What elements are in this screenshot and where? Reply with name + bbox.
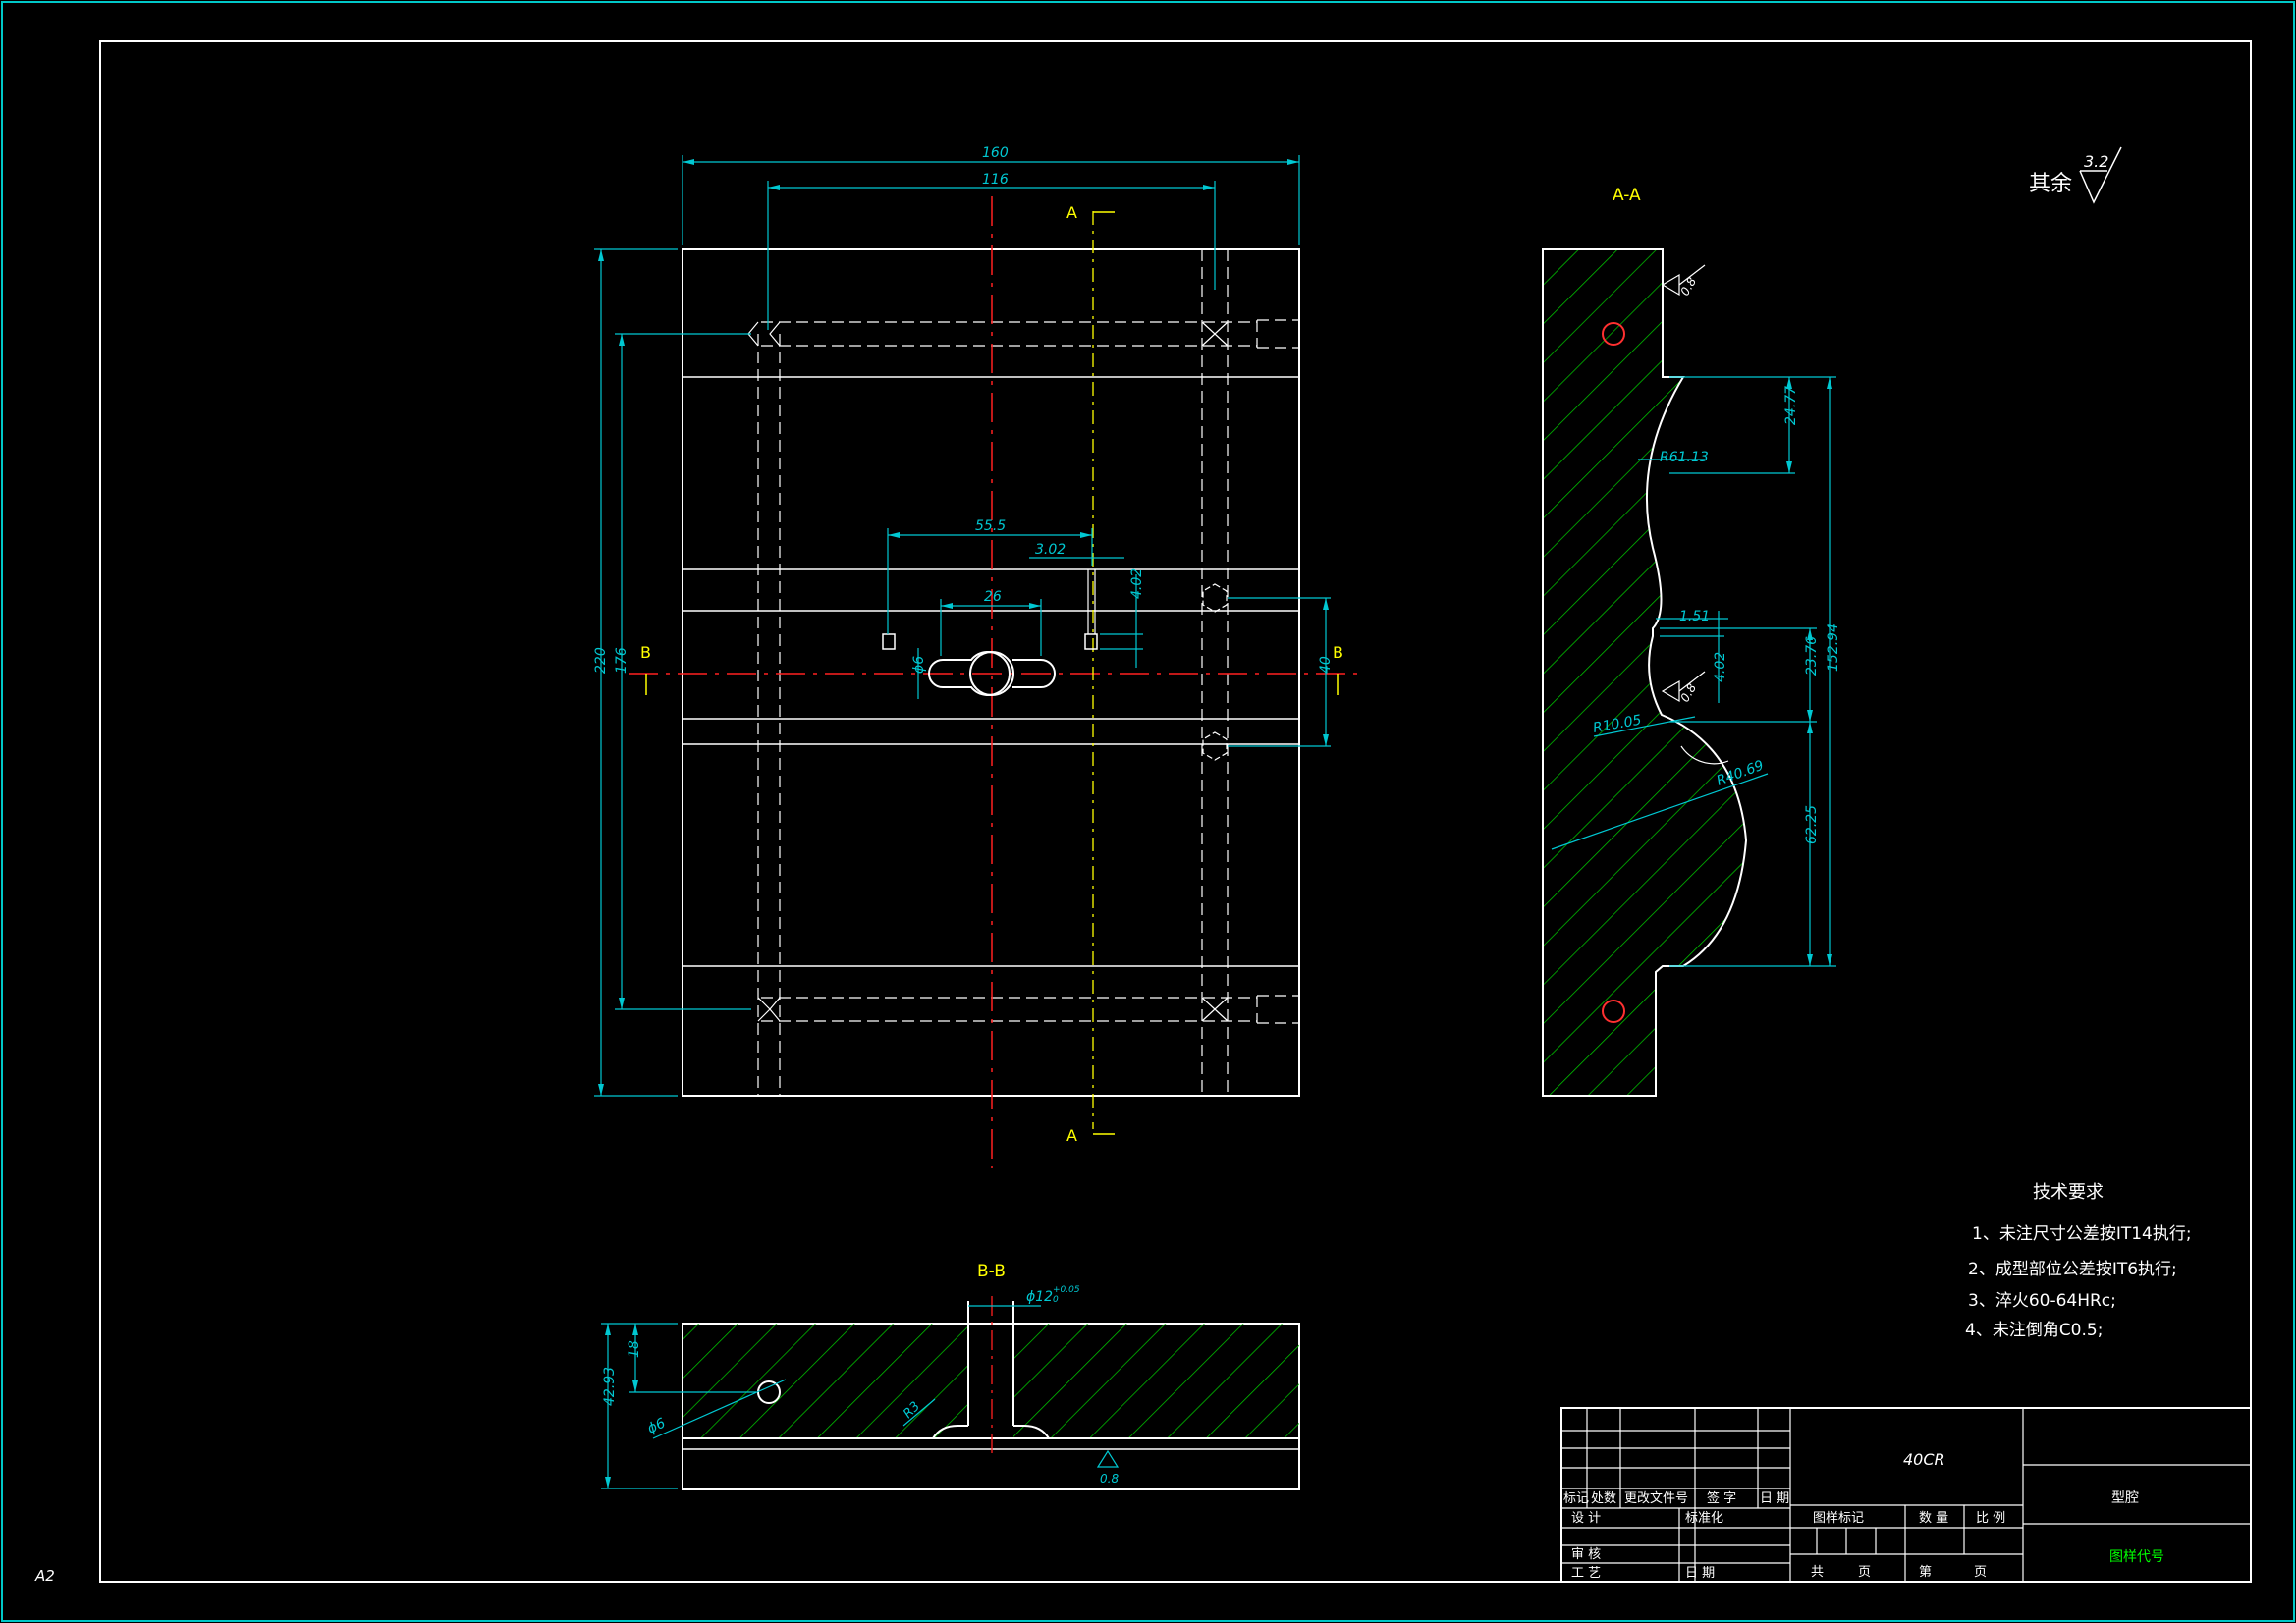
dim-152-94: 152.94 [1826, 623, 1841, 672]
section-b-left-label: B [640, 643, 651, 662]
section-aa-dimension-lines [1551, 376, 1836, 967]
dim-4-02: 4.02 [1129, 568, 1145, 599]
tech-item: 3、淬火60-64HRc; [1968, 1291, 2116, 1311]
dim-dia-12-tol0: 0 [1053, 1295, 1059, 1305]
sheet-no-label: 第 [1919, 1565, 1932, 1580]
dim-160: 160 [982, 145, 1009, 161]
top-view-outline [682, 248, 1300, 1097]
page2-label: 页 [1974, 1565, 1987, 1580]
quantity-label: 数 量 [1919, 1511, 1948, 1526]
total-label: 共 [1811, 1565, 1824, 1580]
bolt-hex-icon [1202, 583, 1228, 613]
section-bb-view: B-B ϕ12 +0.05 0 18 42.93 ϕ6 R3 [601, 1262, 1300, 1490]
section-b-right-label: B [1333, 643, 1343, 662]
top-view-dimension-lines [594, 155, 1331, 1097]
tech-requirements: 技术要求 1、未注尺寸公差按IT14执行; 2、成型部位公差按IT6执行; 3、… [1965, 1182, 2192, 1340]
roughness-label: 其余 [2029, 172, 2072, 196]
standardization-label: 标准化 [1685, 1511, 1723, 1526]
stage-mark-label: 图样标记 [1813, 1511, 1864, 1526]
roughness-top-value: 0.8 [1677, 275, 1699, 298]
section-a-top-label: A [1066, 203, 1077, 222]
hidden-channels [757, 249, 1299, 1096]
top-view: 160 116 220 176 55.5 3.02 26 4.02 ϕ6 40 … [593, 145, 1365, 1168]
section-aa-profile [1542, 248, 1748, 1097]
tech-title: 技术要求 [2033, 1182, 2104, 1203]
section-aa-title: A-A [1613, 186, 1641, 205]
dim-40: 40 [1318, 656, 1334, 674]
roughness-mid-value: 0.8 [1677, 681, 1699, 705]
dim-23-76: 23.76 [1804, 636, 1820, 676]
hdr-sign: 签 字 [1707, 1490, 1736, 1506]
roughness-symbol-icon [2079, 146, 2122, 204]
tech-item: 1、未注尺寸公差按IT14执行; [1972, 1224, 2192, 1244]
dim-3-02: 3.02 [1035, 542, 1066, 558]
tech-item: 2、成型部位公差按IT6执行; [1968, 1260, 2177, 1279]
hdr-date: 日 期 [1760, 1491, 1789, 1506]
material: 40CR [1903, 1450, 1945, 1469]
dim-dia-6: ϕ6 [911, 656, 927, 674]
date-label: 日 期 [1685, 1566, 1715, 1581]
roughness-value: 3.2 [2084, 152, 2108, 171]
scale-label: 比 例 [1976, 1511, 2005, 1526]
section-aa-view: A-A 24.77 R61.13 [1542, 186, 1841, 1097]
top-view-arrowheads [598, 159, 1329, 1096]
dim-116: 116 [982, 172, 1009, 188]
dim-dia-12-tol: +0.05 [1053, 1285, 1080, 1295]
dim-4-02-aa: 4.02 [1713, 652, 1728, 682]
bolt-hex-icon [1202, 731, 1228, 761]
section-bb-title: B-B [977, 1262, 1006, 1281]
roughness-symbol-icon [1096, 1449, 1120, 1468]
section-aa-arrowheads [1786, 377, 1832, 966]
process-label: 工 艺 [1571, 1566, 1601, 1581]
review-label: 审 核 [1571, 1547, 1601, 1562]
section-a-bottom-label: A [1066, 1126, 1077, 1145]
dim-dia-12: ϕ12 [1026, 1289, 1053, 1305]
dim-24-77: 24.77 [1783, 386, 1799, 425]
roughness-bb-value: 0.8 [1100, 1472, 1119, 1486]
cooling-hole [757, 1380, 781, 1404]
dim-18: 18 [627, 1340, 642, 1358]
dim-42-93: 42.93 [602, 1367, 618, 1406]
dim-176: 176 [614, 647, 629, 674]
dim-dia-6-bb: ϕ6 [645, 1415, 668, 1436]
design-label: 设 计 [1571, 1511, 1601, 1526]
hdr-count: 处数 [1591, 1491, 1616, 1506]
roughness-symbol-icon [1661, 671, 1706, 703]
sheet-size-label: A2 [34, 1567, 55, 1585]
roughness-symbol-icon [1661, 264, 1706, 297]
title-block [1560, 1407, 2252, 1583]
dim-55-5: 55.5 [975, 518, 1006, 534]
drawing-number: 图样代号 [2109, 1549, 2164, 1565]
inner-border [99, 40, 2252, 1583]
page-label: 页 [1858, 1565, 1871, 1580]
dim-62-25: 62.25 [1804, 805, 1820, 844]
dim-220: 220 [593, 647, 609, 674]
cooling-hole [1602, 322, 1625, 346]
dim-1-51: 1.51 [1679, 609, 1710, 624]
dim-26: 26 [984, 589, 1002, 605]
title-block-text: 40CR 型腔 图样代号 标记 处数 更改文件号 签 字 日 期 设 计 标准化… [1563, 1450, 2164, 1581]
hdr-mark: 标记 [1563, 1491, 1589, 1506]
tech-item: 4、未注倒角C0.5; [1965, 1321, 2103, 1340]
part-name: 型腔 [2111, 1490, 2139, 1506]
hdr-change-doc: 更改文件号 [1624, 1491, 1688, 1506]
sprue-hole [969, 651, 1014, 696]
cooling-hole [1602, 1000, 1625, 1023]
roughness-note: 其余 3.2 [2029, 146, 2122, 204]
dim-r61-13: R61.13 [1660, 450, 1709, 465]
